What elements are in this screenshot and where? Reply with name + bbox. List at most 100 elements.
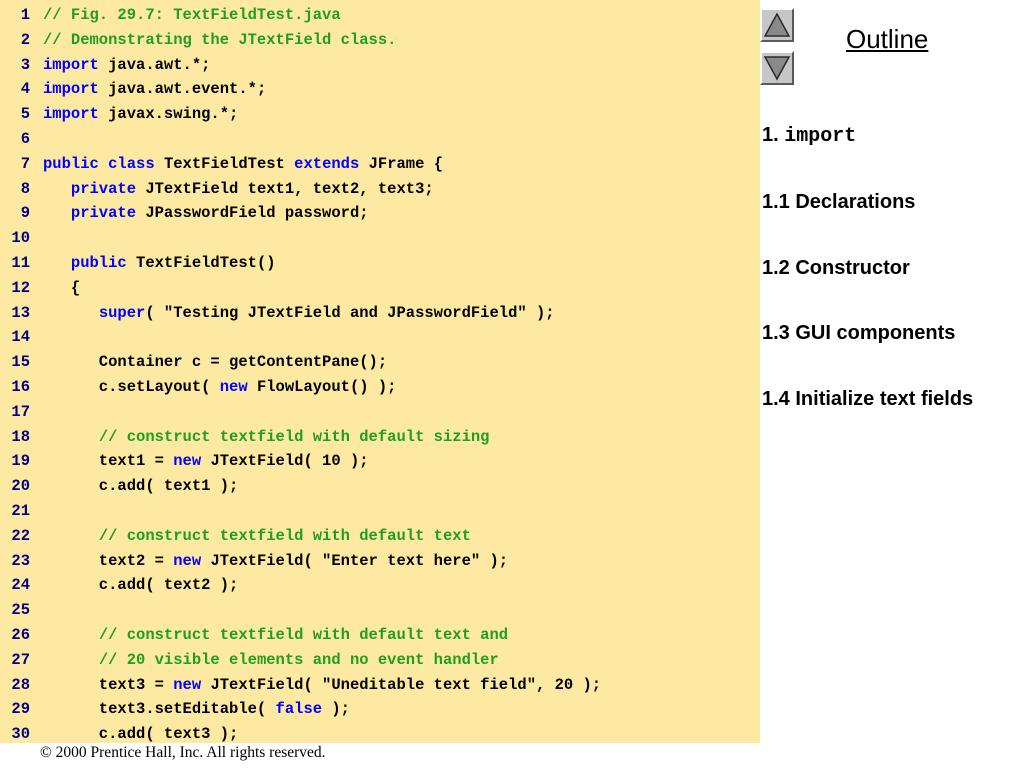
code-text: text2 = <box>43 551 174 570</box>
code-text <box>43 428 99 446</box>
code-text: javax.swing.*; <box>98 105 239 124</box>
code-line: 20 c.add( text1 ); <box>0 474 760 499</box>
line-code: // construct textfield with default text <box>43 524 471 549</box>
line-number: 28 <box>11 675 30 694</box>
line-number: 22 <box>11 526 30 545</box>
line-code: import java.awt.*; <box>43 53 210 78</box>
code-line: 1 // Fig. 29.7: TextFieldTest.java <box>0 3 760 28</box>
code-line: 3 import java.awt.*; <box>0 53 760 78</box>
code-line: 5 import javax.swing.*; <box>0 102 760 127</box>
line-number: 2 <box>20 30 30 49</box>
code-text: text3.setEditable( <box>43 700 276 719</box>
code-line: 6 <box>0 127 760 152</box>
line-number: 3 <box>20 55 30 74</box>
code-line: 25 <box>0 598 760 623</box>
outline-item-code: import <box>784 125 857 148</box>
code-keyword: public <box>43 154 99 173</box>
code-text: JTextField( 10 ); <box>201 452 369 471</box>
code-keyword: public <box>70 253 127 272</box>
line-code: text2 = new JTextField( "Enter text here… <box>43 549 508 574</box>
triangle-down-icon <box>763 56 791 81</box>
line-code: c.add( text1 ); <box>43 474 239 499</box>
code-text: JFrame { <box>359 154 444 173</box>
line-code: { <box>43 276 80 301</box>
code-line: 10 <box>0 226 760 251</box>
code-keyword: new <box>219 377 248 396</box>
code-line: 18 // construct textfield with default s… <box>0 425 760 450</box>
next-slide-button[interactable] <box>760 51 794 85</box>
line-number: 1 <box>20 6 30 24</box>
code-text: c.add( text3 ); <box>43 725 239 744</box>
code-text <box>43 304 99 322</box>
code-text <box>43 651 99 669</box>
outline-item-constructor: 1.2 Constructor <box>762 257 910 279</box>
code-text: ( "Testing JTextField and JPasswordField… <box>145 303 555 322</box>
code-text: ); <box>322 700 350 719</box>
code-text: FlowLayout() ); <box>247 377 397 396</box>
code-panel: 1 // Fig. 29.7: TextFieldTest.java 2 // Dem… <box>0 0 760 743</box>
code-line: 2 // Demonstrating the JTextField class. <box>0 28 760 53</box>
line-number: 11 <box>11 253 30 272</box>
code-text <box>43 254 71 272</box>
code-keyword: extends <box>294 154 360 173</box>
code-comment: // construct textfield with default sizi… <box>98 427 490 446</box>
line-code: // 20 visible elements and no event hand… <box>43 648 499 673</box>
outline-title[interactable]: Outline <box>846 24 929 54</box>
code-line: 8 private JTextField text1, text2, text3… <box>0 177 760 202</box>
outline-item-import: 1. import <box>762 124 856 148</box>
outline-item-prefix: 1. <box>762 124 785 146</box>
line-number: 5 <box>20 105 30 124</box>
line-number: 12 <box>11 278 30 297</box>
code-line: 22 // construct textfield with default t… <box>0 524 760 549</box>
outline-item-declarations: 1.1 Declarations <box>762 191 916 213</box>
outline-item-gui-components: 1.3 GUI components <box>762 322 956 344</box>
line-number: 27 <box>11 650 30 669</box>
code-keyword: super <box>98 303 146 322</box>
code-line: 15 Container c = getContentPane(); <box>0 350 760 375</box>
code-comment: // construct textfield with default text <box>98 526 471 545</box>
line-number: 19 <box>11 452 30 471</box>
code-text <box>43 626 99 644</box>
line-code: text1 = new JTextField( 10 ); <box>43 449 369 474</box>
line-number: 6 <box>20 129 30 148</box>
line-code: Container c = getContentPane(); <box>43 350 387 375</box>
line-code: private JTextField text1, text2, text3; <box>43 177 434 202</box>
code-text: java.awt.event.*; <box>98 80 267 99</box>
code-keyword: new <box>173 452 202 471</box>
code-comment: // 20 visible elements and no event hand… <box>98 650 499 669</box>
line-number: 30 <box>11 725 30 744</box>
line-code: // construct textfield with default text… <box>43 623 508 648</box>
line-code: text3.setEditable( false ); <box>43 697 350 722</box>
line-number: 23 <box>11 551 30 570</box>
code-text: JTextField text1, text2, text3; <box>136 179 434 198</box>
code-line: 17 <box>0 400 760 425</box>
line-code: c.add( text3 ); <box>43 722 239 747</box>
code-line: 12 { <box>0 276 760 301</box>
line-number: 26 <box>11 625 30 644</box>
code-keyword: import <box>43 105 99 124</box>
code-keyword: private <box>70 204 137 223</box>
code-text <box>99 155 108 173</box>
line-number: 7 <box>20 154 30 173</box>
code-keyword: new <box>173 675 202 694</box>
line-code: // construct textfield with default sizi… <box>43 425 490 450</box>
code-keyword: new <box>173 551 202 570</box>
line-number: 14 <box>11 328 30 347</box>
line-code: c.setLayout( new FlowLayout() ); <box>43 375 397 400</box>
code-line: 13 super( "Testing JTextField and JPassw… <box>0 301 760 326</box>
code-line: 14 <box>0 325 760 350</box>
copyright-footer: © 2000 Prentice Hall, Inc. All rights re… <box>40 744 326 761</box>
previous-slide-button[interactable] <box>760 8 794 42</box>
code-line: 24 c.add( text2 ); <box>0 573 760 598</box>
code-keyword: import <box>43 80 99 99</box>
line-number: 18 <box>11 427 30 446</box>
code-listing: 1 // Fig. 29.7: TextFieldTest.java 2 // Dem… <box>0 3 760 747</box>
code-line: 27 // 20 visible elements and no event h… <box>0 648 760 673</box>
code-comment: // Fig. 29.7: TextFieldTest.java <box>43 6 341 24</box>
code-text: text1 = <box>43 452 174 471</box>
code-line: 30 c.add( text3 ); <box>0 722 760 747</box>
code-text: java.awt.*; <box>98 55 211 74</box>
code-comment: // Demonstrating the JTextField class. <box>43 30 397 49</box>
